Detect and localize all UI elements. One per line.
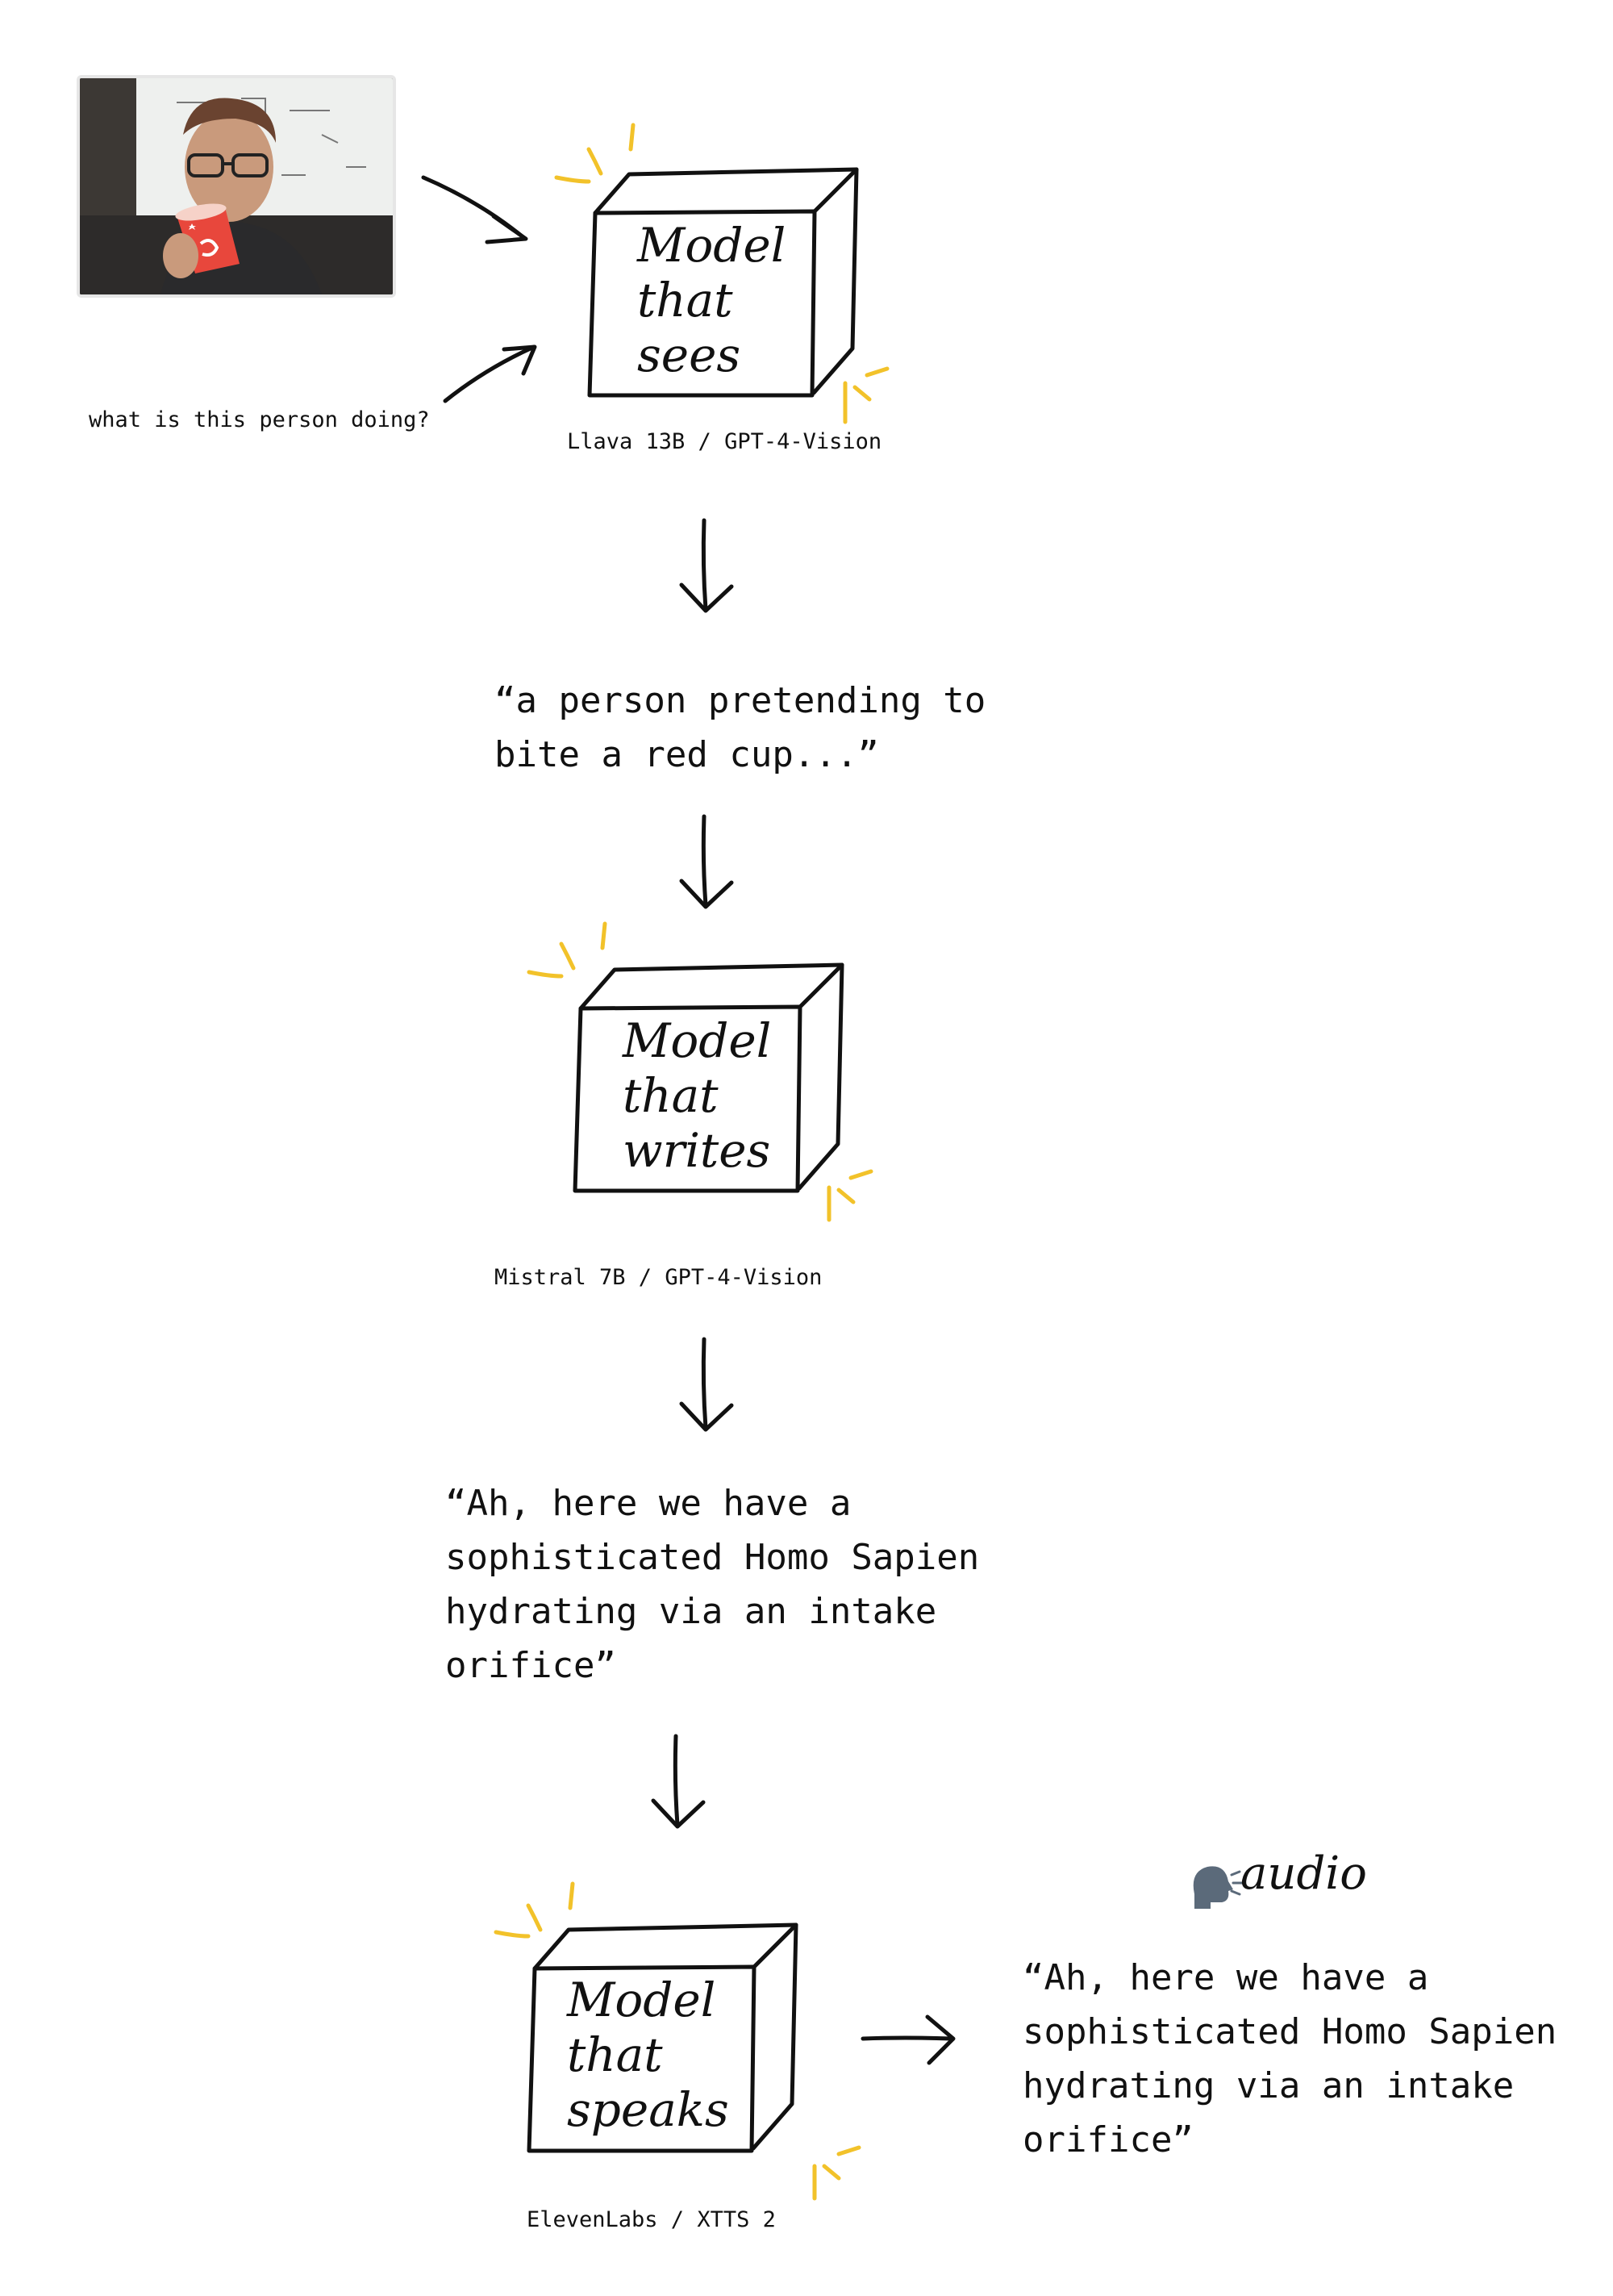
webcam-photo xyxy=(77,75,396,298)
down-arrow-4 xyxy=(651,1734,706,1829)
down-arrow-1 xyxy=(679,518,734,613)
model-title-writes: Model that writes xyxy=(623,1013,772,1178)
model-box-writes xyxy=(573,962,844,1193)
question-to-model-arrow xyxy=(443,344,537,403)
sparkle-box1-bottom xyxy=(843,366,890,424)
model-box-speaks xyxy=(527,1922,798,2153)
question-text: what is this person doing? xyxy=(89,407,430,432)
photo-to-model-arrow xyxy=(421,175,528,244)
sparkle-box3-bottom xyxy=(812,2145,861,2201)
sparkle-box2-bottom xyxy=(827,1169,873,1222)
model-box-sees xyxy=(587,167,859,398)
audio-output-text: “Ah, here we have a sophisticated Homo S… xyxy=(1023,1957,1557,2160)
speaking-head-icon xyxy=(1193,1866,1244,1909)
model-title-speaks: Model that speaks xyxy=(567,1972,729,2137)
person-photo-illustration xyxy=(80,78,393,294)
audio-label: audio xyxy=(1240,1847,1367,1900)
sparkle-box1-top xyxy=(554,123,636,184)
model-label-sees: Llava 13B / GPT-4-Vision xyxy=(567,429,882,454)
vision-output-text: “a person pretending to bite a red cup..… xyxy=(494,680,986,775)
down-arrow-2 xyxy=(679,814,734,909)
writer-output-text: “Ah, here we have a sophisticated Homo S… xyxy=(445,1483,980,1686)
model-title-sees: Model that sees xyxy=(637,218,786,382)
sparkle-box2-top xyxy=(527,921,607,979)
model-label-speaks: ElevenLabs / XTTS 2 xyxy=(527,2207,776,2232)
right-arrow-to-audio xyxy=(861,2014,956,2065)
down-arrow-3 xyxy=(679,1337,734,1432)
sparkle-box3-top xyxy=(494,1881,575,1939)
model-label-writes: Mistral 7B / GPT-4-Vision xyxy=(494,1265,823,1290)
